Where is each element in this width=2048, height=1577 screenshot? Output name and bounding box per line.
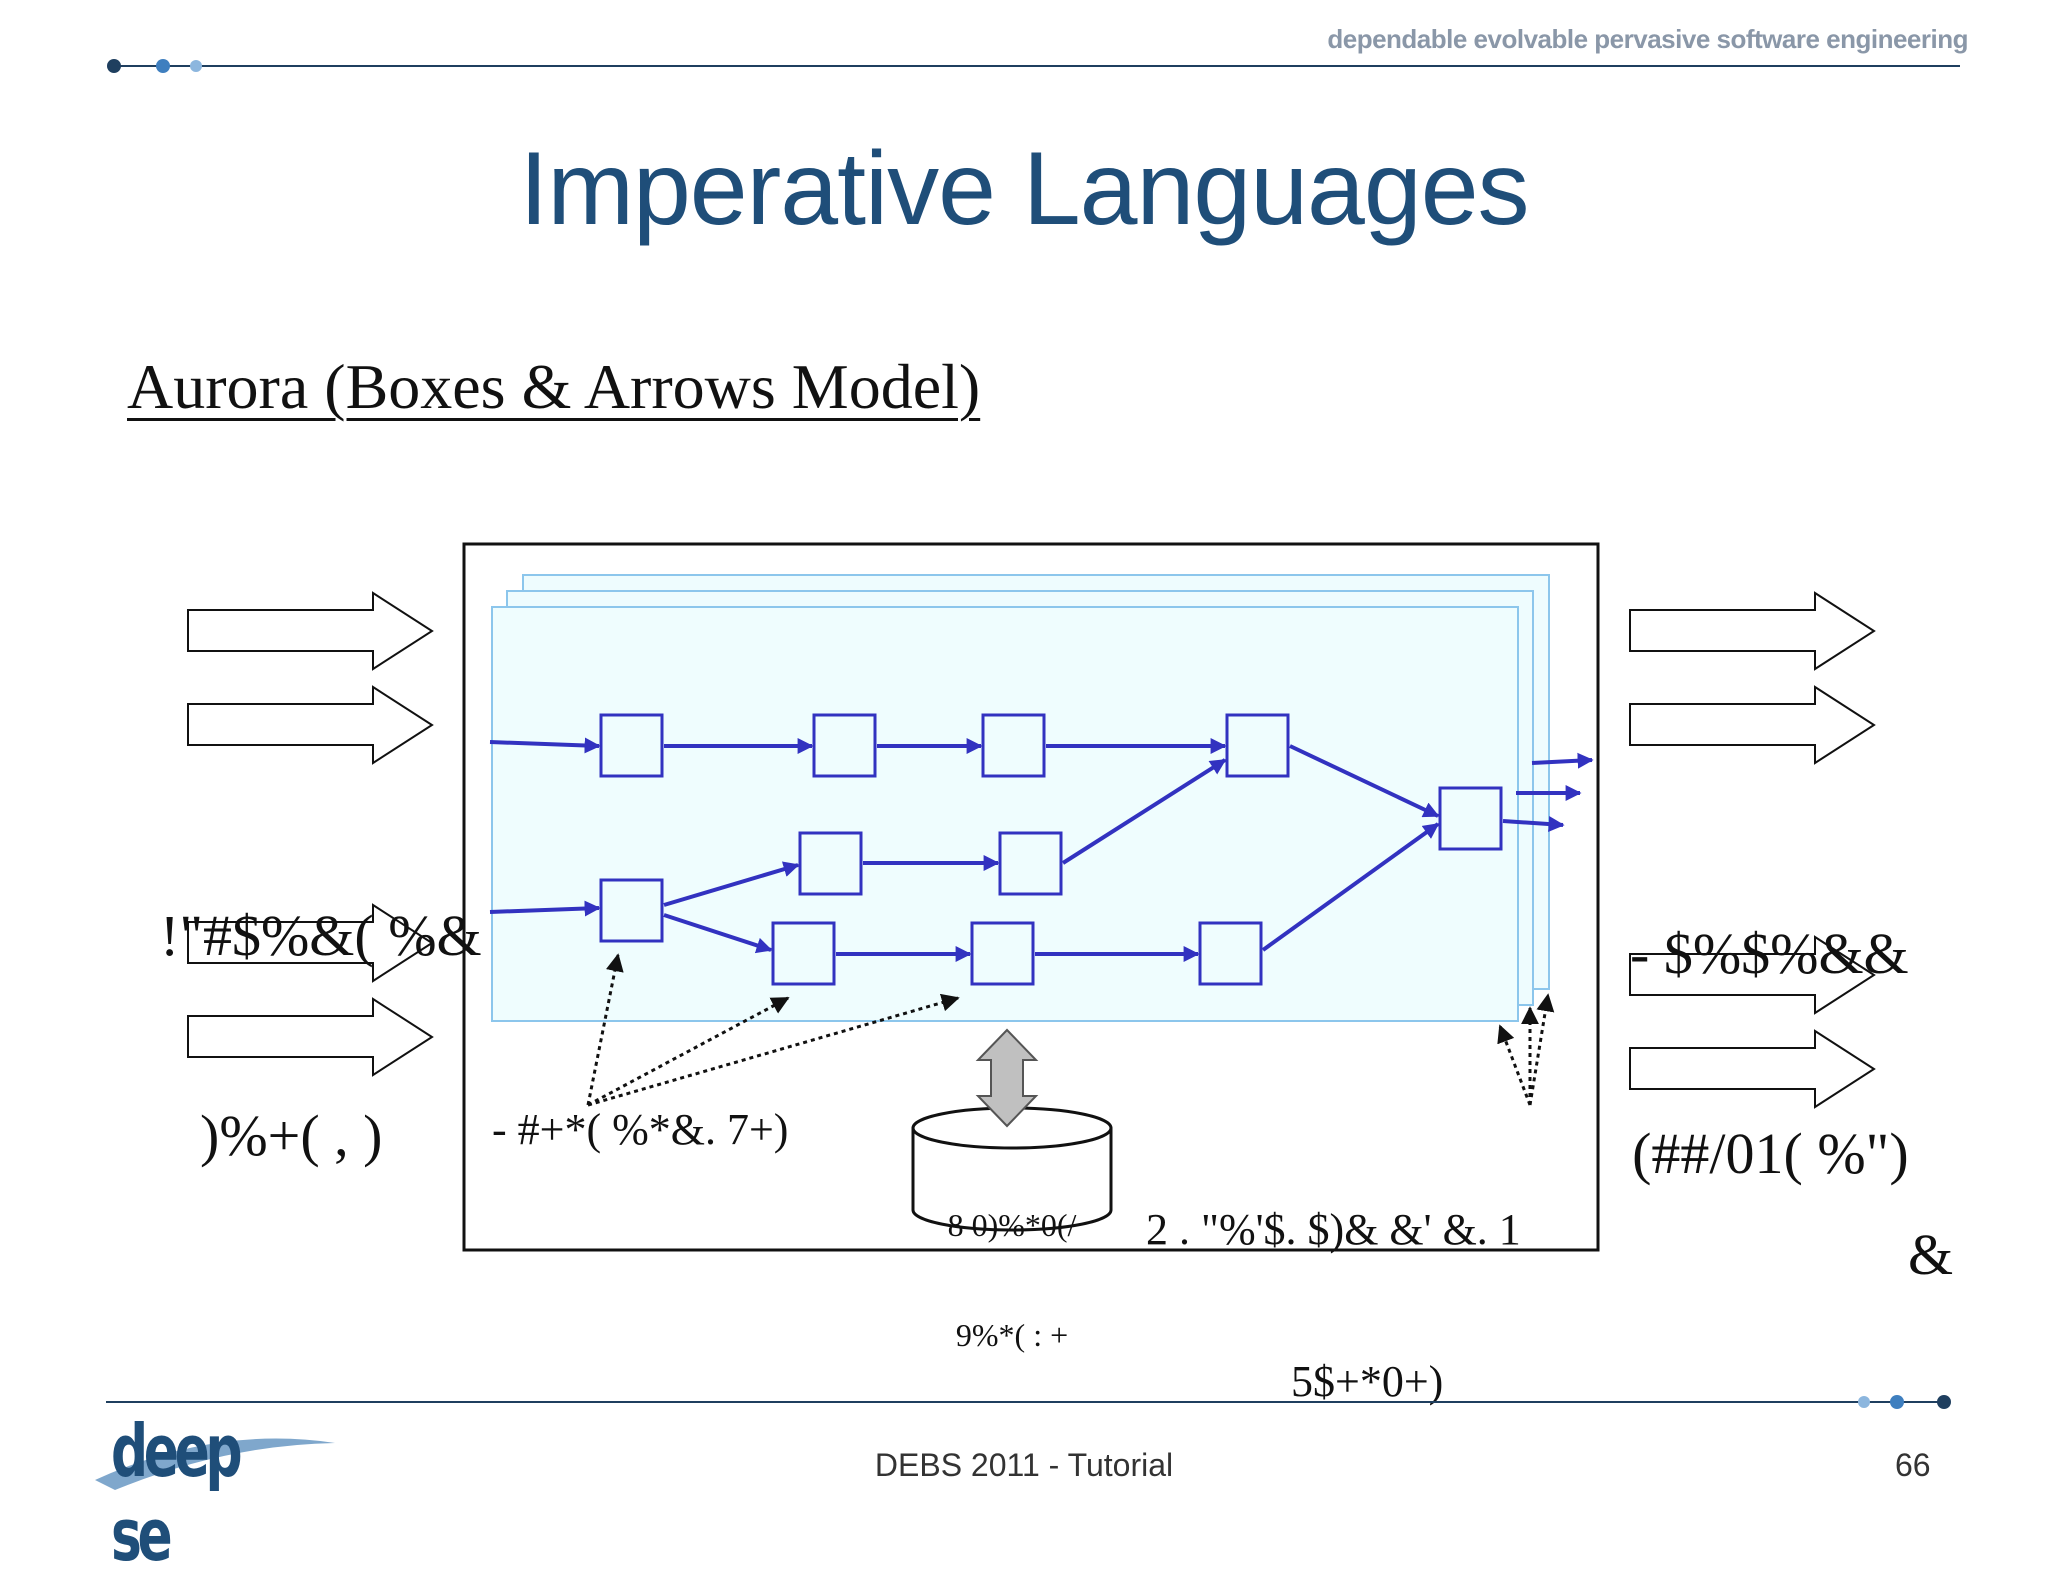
page-number: 66 bbox=[1895, 1447, 1931, 1483]
footer-rule bbox=[106, 1395, 1951, 1409]
double-arrow bbox=[975, 1028, 1039, 1128]
deep-se-logo: deep se bbox=[95, 1405, 345, 1577]
aurora-diagram bbox=[187, 542, 1876, 1252]
logo-text: deep se bbox=[111, 1409, 243, 1577]
operator-boxes-label: - #+*( %*&. 7+) bbox=[492, 1105, 789, 1154]
operator-boxes bbox=[599, 713, 1503, 986]
stray-glyph: & bbox=[1908, 1222, 1954, 1287]
connection-points-label: 2 . "%'$. $)& &' &. 1 5$+*0+) bbox=[1146, 1205, 1521, 1406]
storage-label: 8 0)%*0(/ 9%*( : + bbox=[947, 1206, 1077, 1353]
input-streams-label: !"#$%&( %& )%+( , ) bbox=[160, 903, 482, 1169]
operator-connections bbox=[489, 737, 1594, 962]
footer-title: DEBS 2011 - Tutorial bbox=[874, 1447, 1174, 1483]
input-arrows bbox=[187, 591, 434, 1077]
output-streams-label: - $%$%&& (##/01( %") bbox=[1630, 921, 1909, 1187]
output-arrows bbox=[1629, 591, 1876, 1109]
page-title: Imperative Languages bbox=[519, 131, 1529, 247]
database-cylinder bbox=[911, 1106, 1113, 1232]
header-rule bbox=[107, 59, 1960, 73]
logo-swoosh bbox=[95, 1438, 335, 1490]
slide-subtitle: Aurora (Boxes & Arrows Model) bbox=[127, 351, 981, 422]
tagline: dependable evolvable pervasive software … bbox=[1327, 24, 1968, 54]
dotted-pointers bbox=[586, 953, 1555, 1107]
